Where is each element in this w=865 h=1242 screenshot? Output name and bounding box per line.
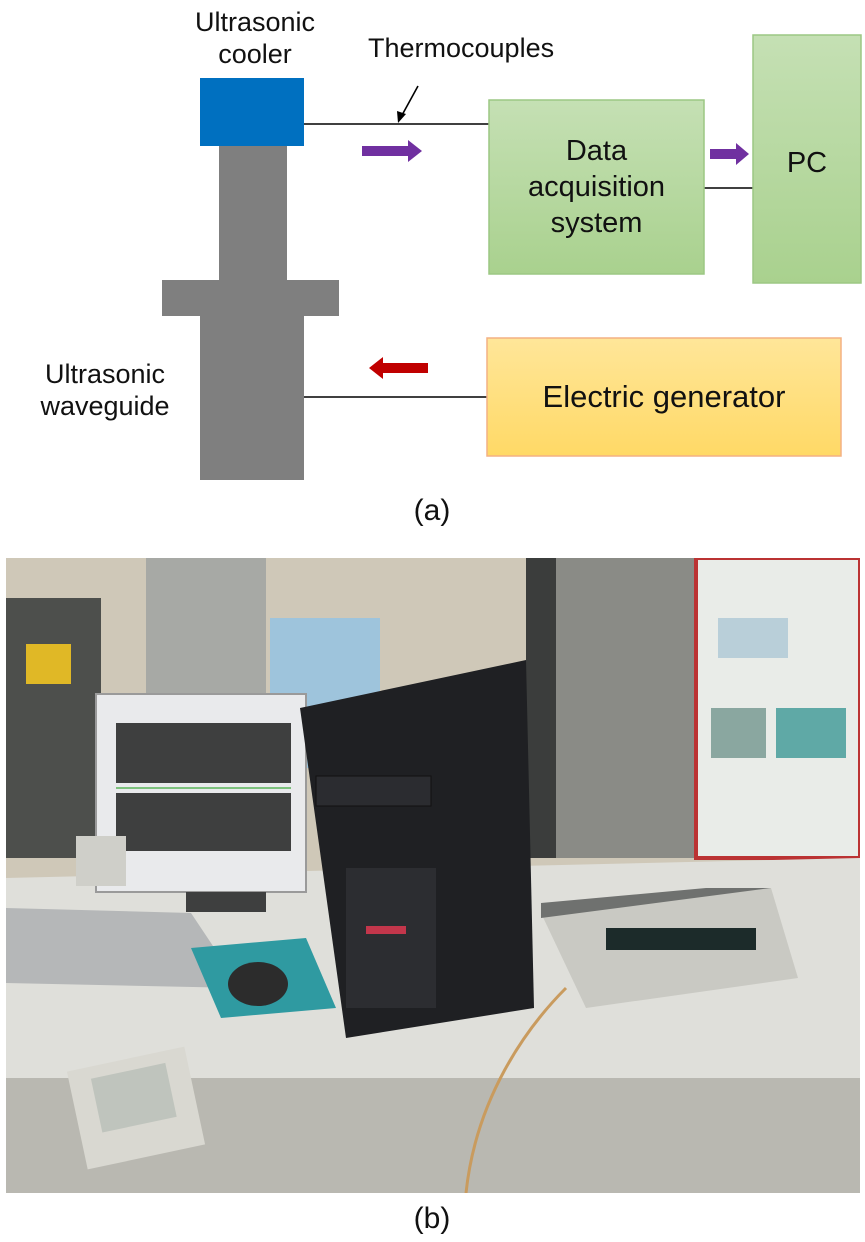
photo-keyboard xyxy=(6,908,241,988)
photo-small-device xyxy=(76,836,126,886)
caption-a: (a) xyxy=(413,494,451,527)
photo-poster-right-image2 xyxy=(776,708,846,758)
waveguide-upper-shaft xyxy=(219,145,287,280)
photo-poster-right-image1 xyxy=(718,618,788,658)
waveguide-flange xyxy=(162,280,339,316)
photo-pillar xyxy=(526,558,556,858)
photo-cable xyxy=(464,986,568,1193)
lab-setup-photo xyxy=(6,558,860,1193)
ultrasonic-waveguide-label: Ultrasonic waveguide xyxy=(40,359,170,421)
pc-box: PC xyxy=(786,147,828,179)
photo-left-equipment xyxy=(6,598,101,858)
photo-thermometer-display xyxy=(90,1062,177,1133)
photo-poster-right-image3 xyxy=(711,708,766,758)
lab-setup-photo-drawing xyxy=(6,558,860,1193)
photo-monitor-screen-top xyxy=(116,723,291,783)
thermocouples-pointer-head xyxy=(397,111,406,123)
caption-b: (b) xyxy=(413,1202,451,1235)
ultrasonic-cooler-block xyxy=(200,78,304,146)
photo-pc-front-panel xyxy=(346,868,436,1008)
photo-monitor-screen-bottom xyxy=(116,793,291,851)
signal-arrow-pc-icon xyxy=(710,143,749,165)
electric-generator-box: Electric generator xyxy=(542,379,786,414)
photo-monitor-stand xyxy=(186,892,266,912)
pc-box-shape xyxy=(752,34,862,284)
photo-yellow-object xyxy=(26,644,71,684)
ultrasonic-cooler-label: Ultrasonic cooler xyxy=(194,7,316,69)
signal-arrow-icon xyxy=(362,140,422,162)
photo-data-logger-top xyxy=(541,888,771,918)
thermocouples-pointer xyxy=(400,85,419,118)
waveguide-lower-body xyxy=(200,316,304,480)
photo-right-shelf xyxy=(556,558,696,858)
daq-box-shape xyxy=(488,99,705,275)
photo-pc-led xyxy=(366,926,406,934)
data-acquisition-box: Data acquisition system xyxy=(527,135,666,239)
photo-data-logger-display xyxy=(606,928,756,950)
power-arrow-icon xyxy=(369,357,428,379)
photo-mouse xyxy=(228,962,288,1006)
generator-box-shape xyxy=(486,337,842,457)
thermocouples-label: Thermocouples xyxy=(368,33,555,63)
photo-pc-drive-bay xyxy=(315,775,432,807)
setup-schematic xyxy=(162,34,862,480)
